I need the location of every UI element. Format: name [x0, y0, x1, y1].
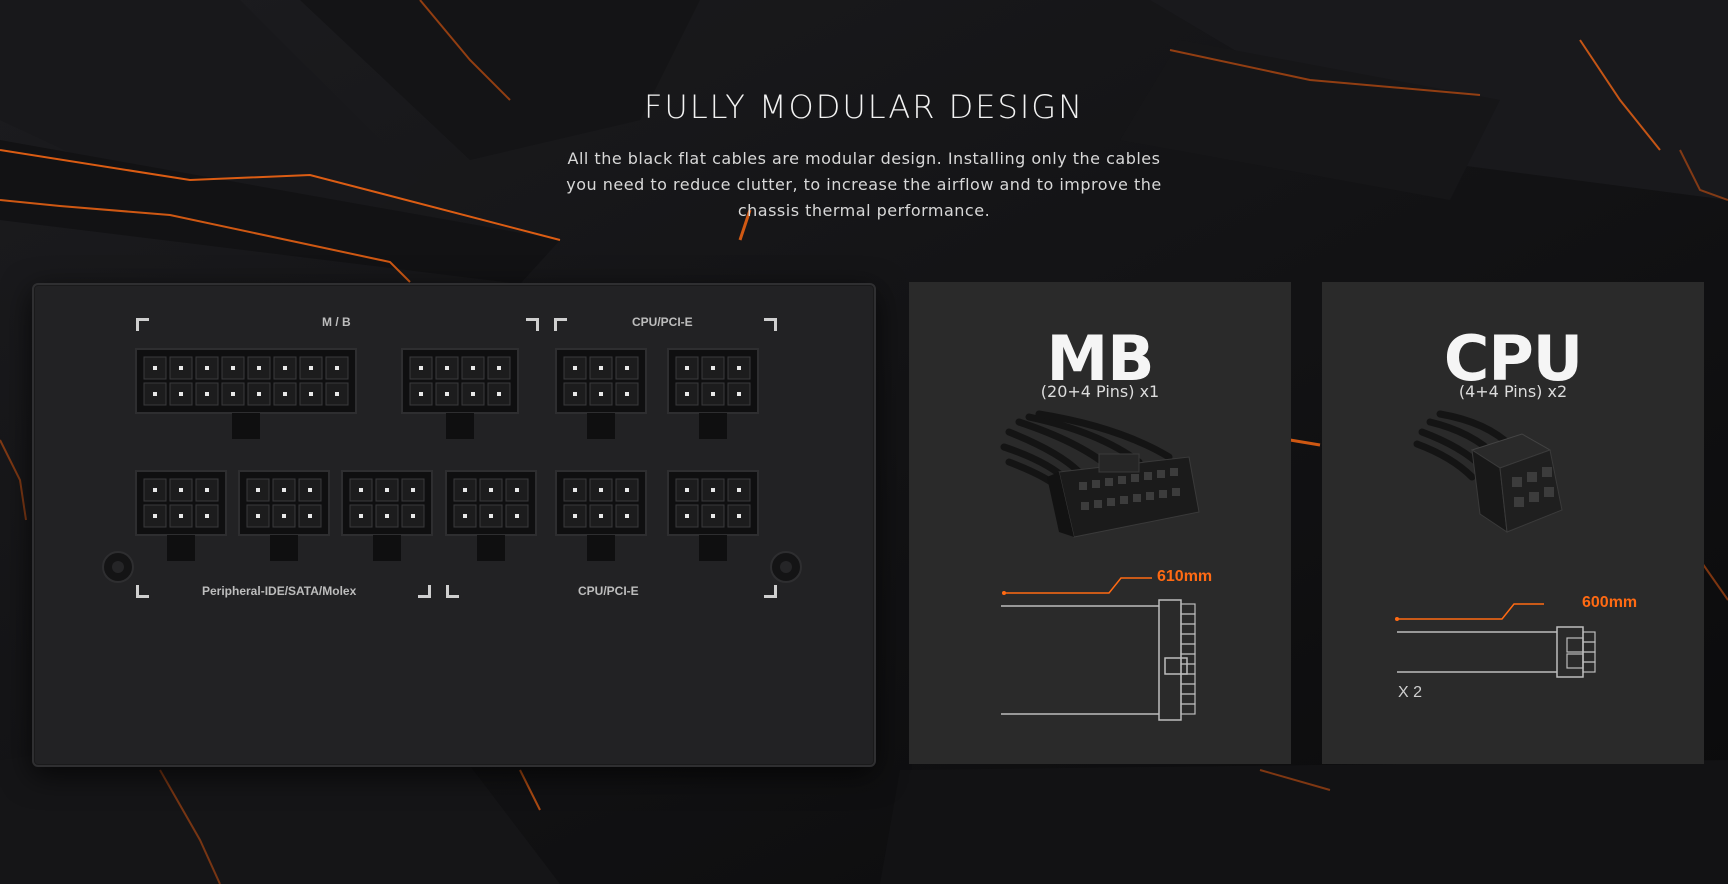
section-title: FULLY MODULAR DESIGN: [643, 88, 1084, 126]
bracket-mark: [446, 585, 459, 598]
connector-port: [555, 348, 647, 439]
connector-port: [135, 470, 227, 561]
label-mb: M / B: [322, 315, 351, 329]
mb-title: MB: [1046, 322, 1155, 395]
psu-modular-panel: M / B CPU/PCI-E Peripheral-IDE/SATA/Mole…: [32, 283, 876, 767]
cpu-subtitle: (4+4 Pins) x2: [1458, 382, 1568, 401]
bracket-mark: [136, 318, 149, 331]
label-cpu-pcie-top: CPU/PCI-E: [632, 315, 693, 329]
connector-port: [555, 470, 647, 561]
mb-subtitle: (20+4 Pins) x1: [1040, 382, 1160, 401]
cpu-cable-quantity: X 2: [1398, 684, 1423, 701]
bracket-mark: [764, 318, 777, 331]
connector-port: [445, 470, 537, 561]
screw-icon: [770, 551, 802, 583]
connector-ports: [102, 348, 802, 583]
mb-cable-illustration: [1000, 410, 1200, 721]
connector-port: [667, 348, 759, 439]
bracket-mark: [764, 585, 777, 598]
bracket-mark: [418, 585, 431, 598]
label-peripheral: Peripheral-IDE/SATA/Molex: [202, 584, 357, 598]
bracket-mark: [554, 318, 567, 331]
section-header: FULLY MODULAR DESIGN All the black flat …: [0, 88, 1728, 224]
cpu-cable-length: 600mm: [1582, 594, 1638, 611]
connector-port: [238, 470, 330, 561]
cpu-cable-card: CPU (4+4 Pins) x2 600mm X 2: [1322, 282, 1704, 764]
section-description: All the black flat cables are modular de…: [566, 149, 1162, 220]
bracket-mark: [136, 585, 149, 598]
connector-port: [401, 348, 519, 439]
cpu-title: CPU: [1443, 322, 1583, 395]
label-cpu-pcie-bottom: CPU/PCI-E: [578, 584, 639, 598]
bracket-mark: [526, 318, 539, 331]
mb-cable-length: 610mm: [1157, 568, 1213, 585]
cpu-cable-illustration: [1395, 410, 1596, 678]
mb-cable-card: MB (20+4 Pins) x1 610mm: [909, 282, 1291, 764]
screw-icon: [102, 551, 134, 583]
connector-port: [135, 348, 357, 439]
connector-port: [341, 470, 433, 561]
connector-port: [667, 470, 759, 561]
